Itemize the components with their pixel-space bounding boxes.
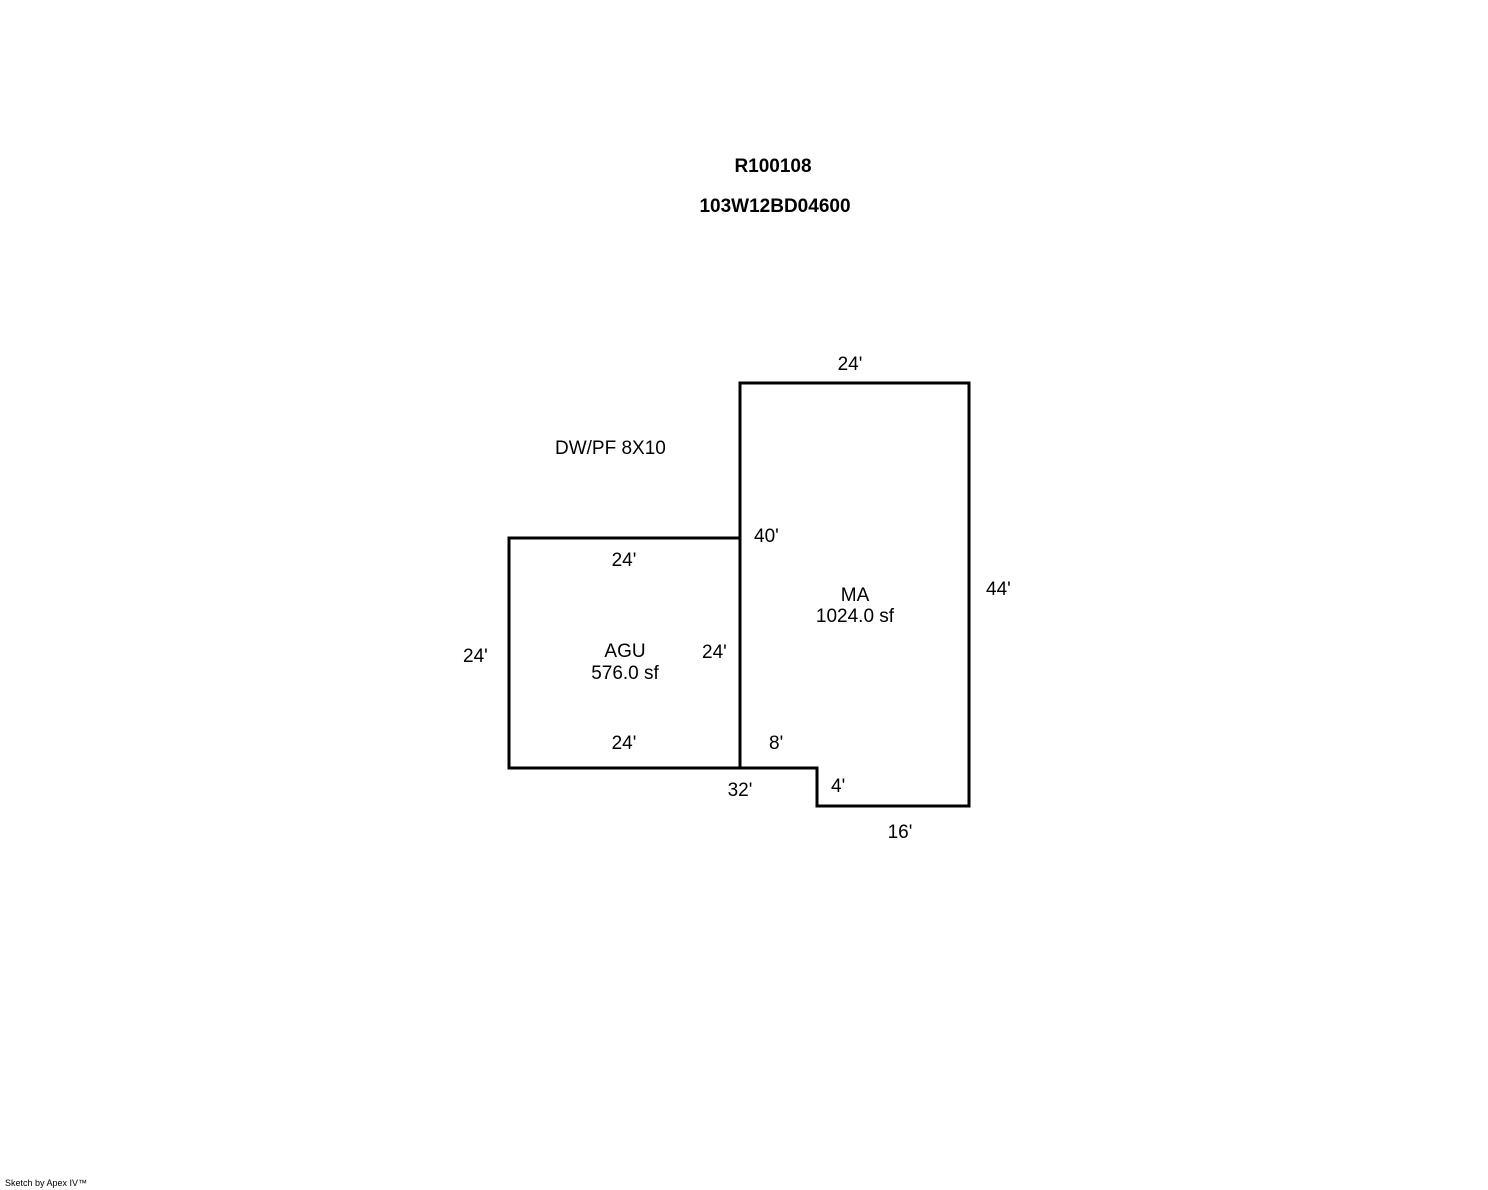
agu-top-dimension: 24' bbox=[611, 550, 637, 571]
agu-bottom-dimension: 24' bbox=[611, 733, 637, 754]
ma-notch-top-dimension: 8' bbox=[769, 733, 784, 754]
account-id-label: R100108 bbox=[734, 156, 812, 177]
ma-area-code: MA bbox=[840, 585, 870, 606]
agu-left-dimension: 24' bbox=[463, 646, 488, 667]
agu-area-code: AGU bbox=[604, 641, 646, 662]
agu-right-dimension: 24' bbox=[702, 642, 727, 663]
agu-area-size: 576.0 sf bbox=[591, 663, 659, 684]
ma-top-dimension: 24' bbox=[837, 354, 863, 375]
bottom-joint-dimension: 32' bbox=[727, 780, 753, 801]
ma-notch-side-dimension: 4' bbox=[831, 776, 846, 797]
note-label: DW/PF 8X10 bbox=[555, 438, 666, 459]
sketch-credit: Sketch by Apex IV™ bbox=[5, 1178, 88, 1188]
agu-outline bbox=[507, 536, 742, 770]
map-tax-lot-label: 103W12BD04600 bbox=[699, 196, 851, 217]
ma-right-dimension: 44' bbox=[986, 579, 1011, 600]
ma-bottom-dimension: 16' bbox=[887, 822, 913, 843]
ma-left-dimension: 40' bbox=[754, 526, 779, 547]
ma-area-size: 1024.0 sf bbox=[815, 606, 895, 627]
